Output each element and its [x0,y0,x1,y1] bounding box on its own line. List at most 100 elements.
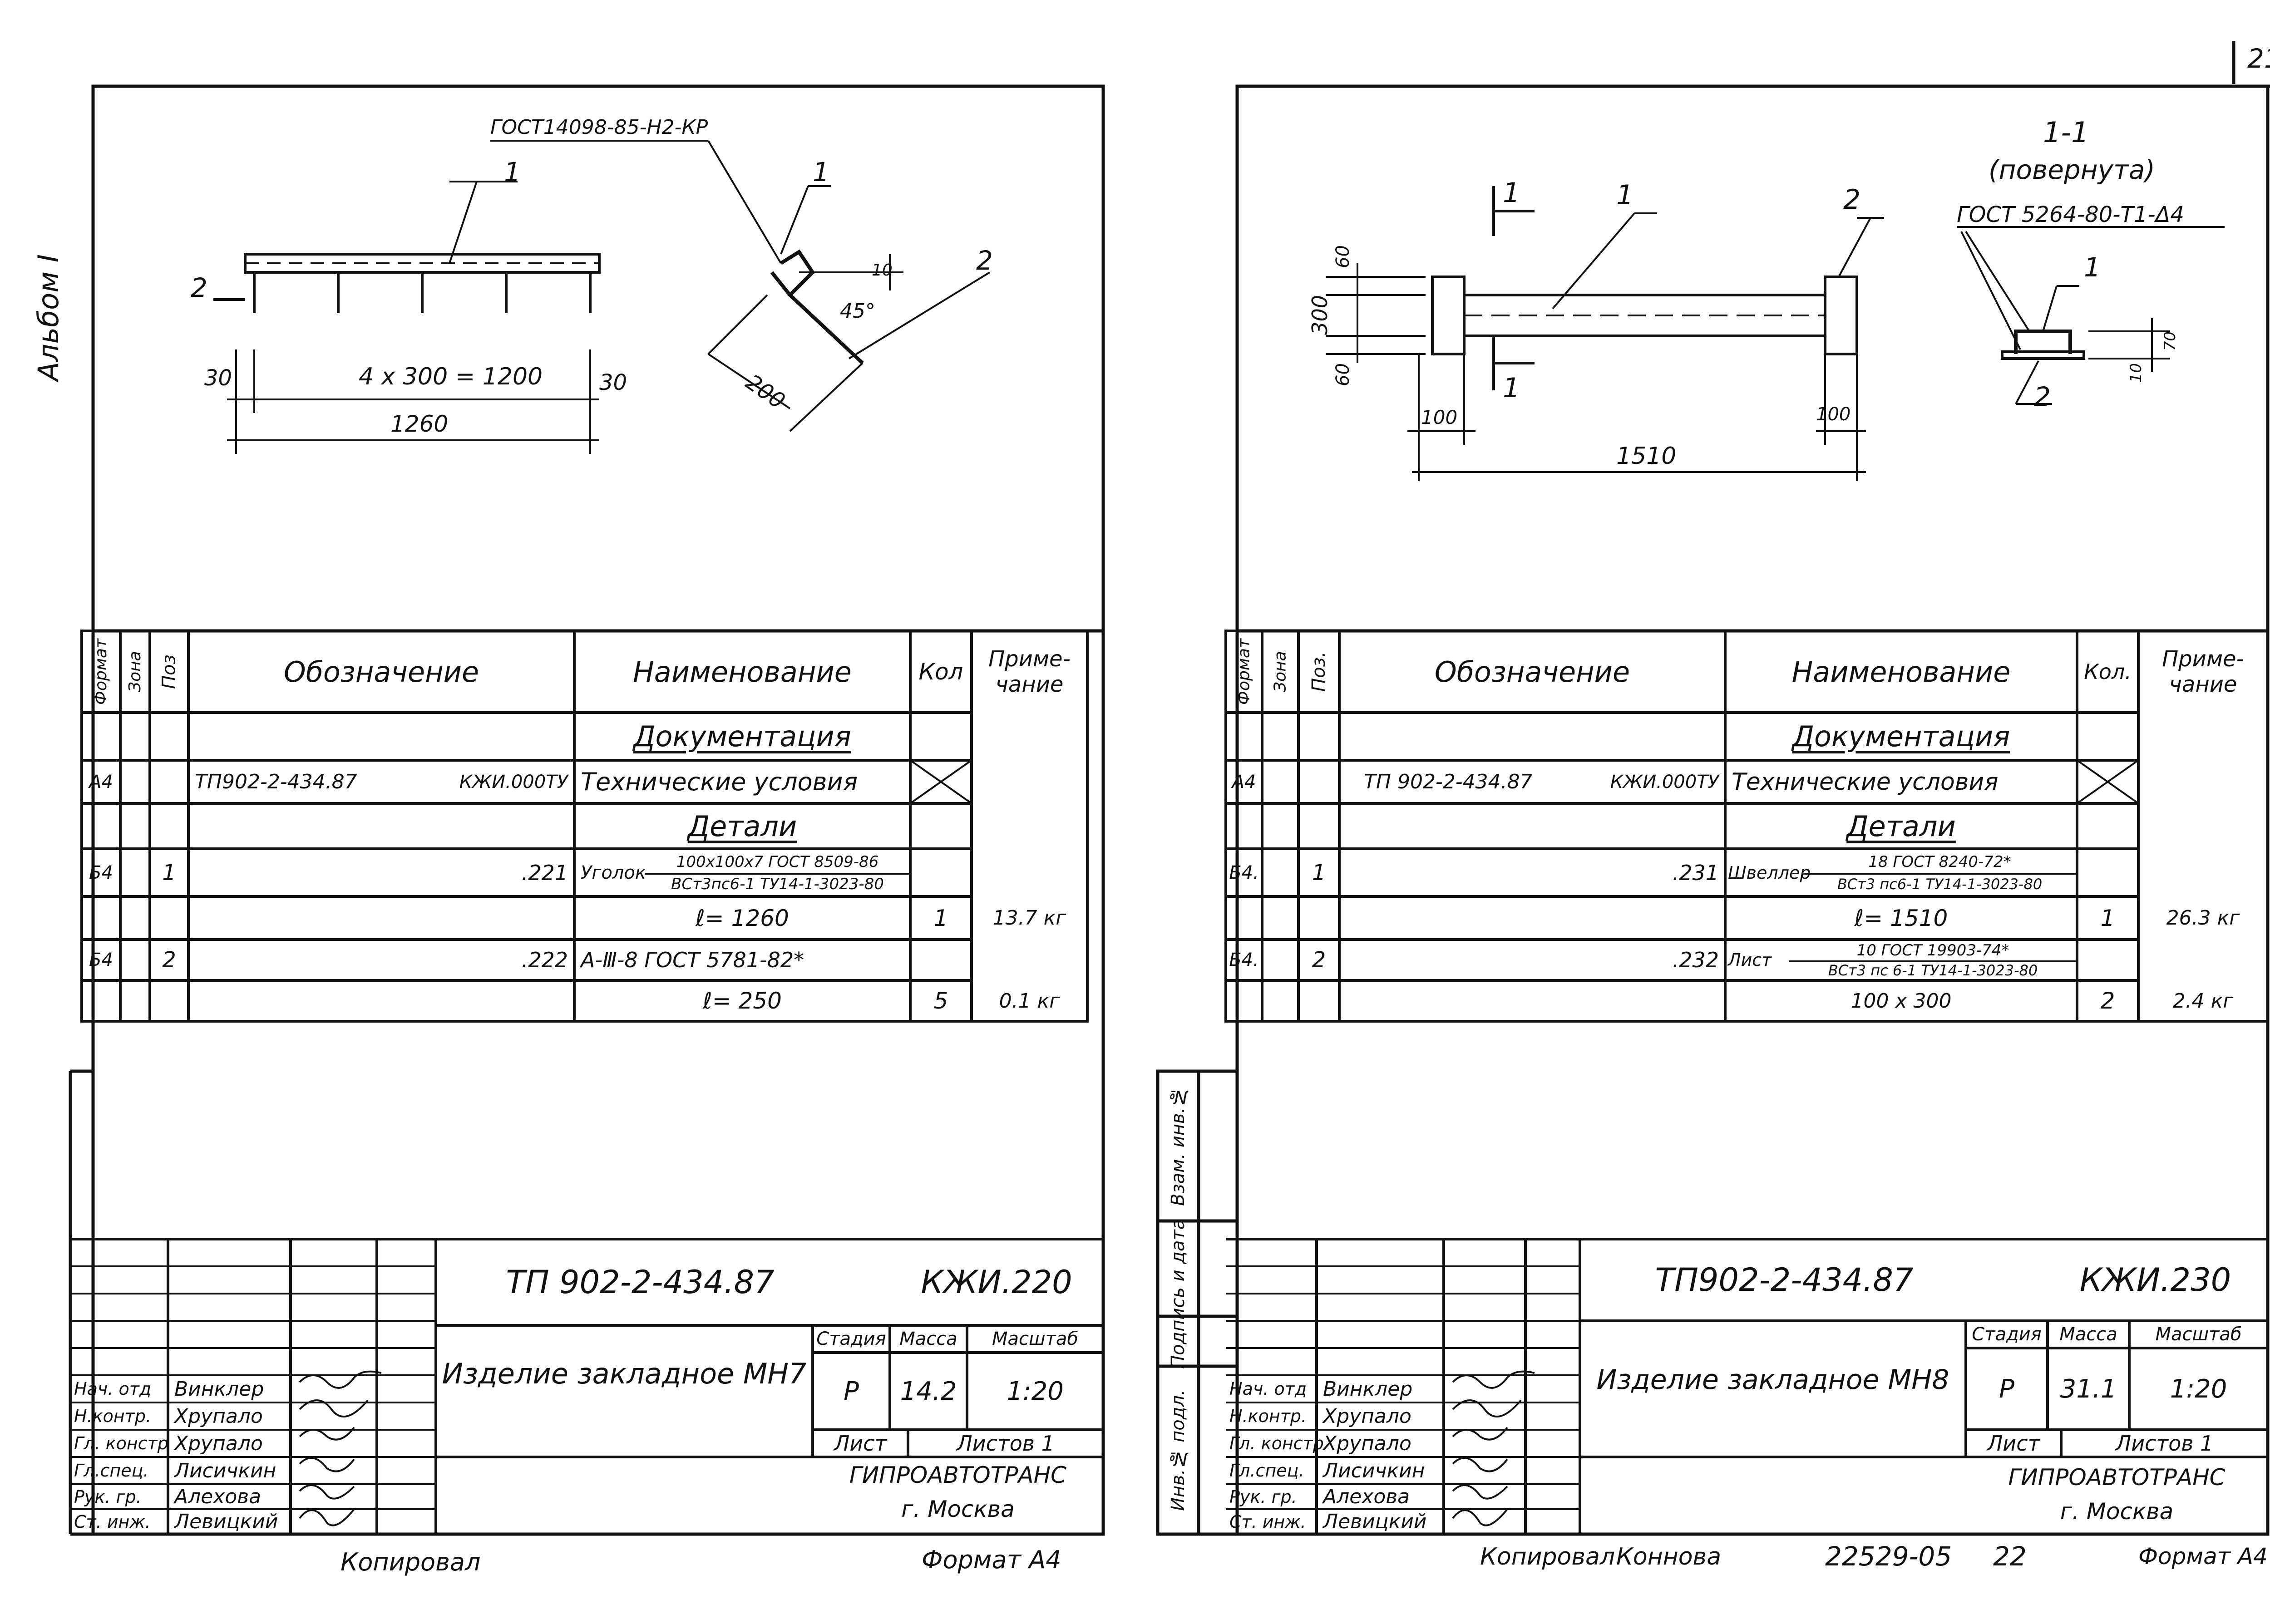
left-role-1: Н.контр. [74,1406,152,1426]
right-r2-poz: 1 [1312,860,1326,886]
left-r5-prim: 0.1 кг [999,989,1060,1013]
right-r2-oboz-b: .231 [1672,860,1719,885]
left-name-0: Винклер [174,1377,264,1401]
right-r1-oboz-b: КЖИ.000ТУ [1610,771,1719,792]
right-r3-prim: 26.3 кг [2166,906,2240,930]
left-r2-poz: 1 [162,860,176,886]
left-name-5: Левицкий [174,1510,278,1533]
left-r1-format: А4 [89,771,113,792]
right-dim-100b: 100 [1816,404,1851,425]
left-dim-30b: 30 [599,370,627,395]
right-dim-300: 300 [1308,295,1332,335]
right-r2-naim-a: Швеллер [1728,862,1811,883]
right-r4-naim-top: 10 ГОСТ 19903-74* [1789,940,2077,962]
left-doc-code: ТП 902-2-434.87 [506,1264,775,1301]
left-pos2b-label: 2 [976,245,993,276]
left-role-2: Гл. констр [74,1433,168,1453]
left-hdr-zona: Зона [126,651,144,693]
right-mass-label: Масса [2059,1324,2117,1345]
right-sheets-label: Листов 1 [2115,1431,2214,1456]
left-city: г. Москва [901,1496,1015,1522]
right-hdr-poz: Поз. [1308,651,1329,692]
right-section-doc: Документация [1792,720,2010,753]
right-city: г. Москва [2060,1498,2174,1525]
archive-no: 22529-05 [1825,1541,1952,1572]
right-doc-mark: КЖИ.230 [2079,1261,2231,1299]
right-r1-format: А4 [1232,771,1256,792]
right-mass: 31.1 [2060,1374,2117,1404]
format-left: Формат А4 [922,1545,1061,1574]
right-name-2: Хрупало [1323,1432,1411,1455]
right-name-5: Левицкий [1323,1510,1427,1533]
right-pos2-label: 2 [1843,184,1861,216]
right-r4-oboz-b: .232 [1672,948,1719,972]
stamp-inv-podl: Инв.№ подл. [1168,1389,1189,1511]
right-hdr-format: Формат [1234,638,1253,705]
left-r4-poz: 2 [162,947,176,973]
left-r2-naim-bot: ВСт3пс6-1 ТУ14-1-3023-80 [671,875,884,893]
left-dim-10: 10 [872,261,893,280]
right-section-det: Детали [1846,809,1956,843]
right-role-4: Рук. гр. [1229,1486,1297,1507]
right-dim-100a: 100 [1421,406,1458,428]
left-r4-naim: А-Ⅲ-8 ГОСТ 5781-82* [581,948,804,972]
left-stage: Р [844,1376,859,1406]
left-org: ГИПРОАВТОТРАНС [849,1462,1067,1488]
left-hdr-kol: Кол [918,659,963,685]
left-r1-oboz-a: ТП902-2-434.87 [195,770,357,793]
right-r4-poz: 2 [1312,947,1326,973]
right-cut-mark-b: 1 [1503,372,1520,404]
left-role-0: Нач. отд [74,1379,152,1399]
left-name-3: Лисичкин [174,1459,276,1482]
sheet-no: 22 [1993,1541,2027,1572]
right-sheet-label: Лист [1987,1431,2040,1456]
left-r3-naim: ℓ= 1260 [696,905,789,931]
right-r1-oboz-a: ТП 902-2-434.87 [1364,770,1533,793]
right-item-title: Изделие закладное МН8 [1596,1364,1949,1396]
right-role-5: Ст. инж. [1229,1511,1306,1532]
right-r1-naim: Технические условия [1732,768,1999,796]
left-sheet-label: Лист [834,1431,887,1456]
left-r2-naim-a: Уголок [581,862,646,883]
right-role-3: Гл.спец. [1229,1461,1304,1481]
right-dim-60a: 60 [1332,245,1353,268]
right-r2-naim-top: 18 ГОСТ 8240-72* [1802,851,2077,875]
right-r5-kol: 2 [2100,988,2115,1014]
right-r2-naim-bot: ВСт3 пс6-1 ТУ14-1-3023-80 [1837,875,2043,893]
left-hdr-naim: Наименование [633,655,852,689]
right-pos1-label: 1 [1616,179,1634,211]
right-role-1: Н.контр. [1229,1406,1307,1426]
left-r5-kol: 5 [933,988,948,1014]
left-role-3: Гл.спец. [74,1461,149,1481]
right-gost-label: ГОСТ 5264-80-Т1-Δ4 [1957,202,2185,227]
right-section-title: 1-1 [2043,116,2089,149]
right-hdr-oboz: Обозначение [1434,655,1630,689]
left-scale: 1:20 [1007,1376,1064,1406]
right-hdr-prim: Приме- чание [2162,646,2244,697]
right-doc-code: ТП902-2-434.87 [1655,1261,1914,1299]
right-r4-format: Б4. [1229,950,1259,970]
left-scale-label: Масштаб [992,1329,1079,1349]
right-r3-kol: 1 [2100,905,2115,931]
left-hdr-prim: Приме- чание [988,646,1071,697]
right-r5-prim: 2.4 кг [2172,989,2234,1013]
left-r2-oboz-b: .221 [521,860,568,885]
copier-name: Коннова [1616,1543,1722,1570]
left-r1-naim: Технические условия [581,768,858,796]
left-r3-kol: 1 [933,905,948,931]
left-role-4: Рук. гр. [74,1486,142,1507]
right-cut-mark-a: 1 [1503,177,1520,209]
left-name-4: Алехова [174,1485,262,1508]
left-r2-naim-top: 100х100х7 ГОСТ 8509-86 [645,851,910,875]
right-dim-1510: 1510 [1616,443,1677,470]
left-hdr-poz: Поз [158,655,180,689]
right-stage: Р [1999,1374,2014,1404]
right-pos2b-label: 2 [2034,381,2051,412]
left-name-2: Хрупало [174,1432,263,1455]
left-section-doc: Документация [633,720,851,753]
left-hdr-format: Формат [92,638,110,705]
left-r2-format: Б4 [89,862,113,883]
right-name-3: Лисичкин [1323,1459,1425,1482]
right-role-2: Гл. констр [1229,1433,1324,1453]
